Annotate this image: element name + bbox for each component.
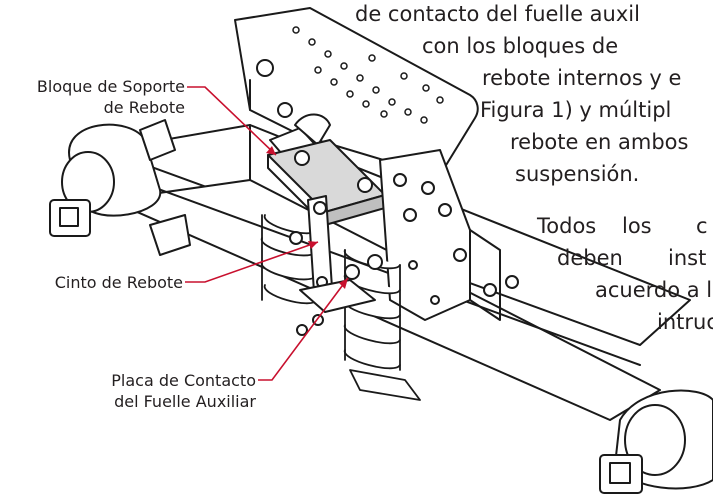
right-bushing — [599, 389, 713, 494]
side-gusset — [379, 149, 501, 321]
frame-rail-lower — [109, 179, 661, 421]
callout-placa-line1: Placa de Contacto — [111, 371, 256, 390]
body-p2-word-4: deben — [557, 246, 623, 270]
body-p2-word-3: c — [696, 214, 708, 238]
callout-bloque-line1: Bloque de Soporte — [36, 77, 185, 96]
leader-placa — [258, 277, 349, 381]
callout-bloque-soporte: Bloque de Soporte de Rebote — [37, 76, 185, 118]
left-bushing — [49, 119, 176, 237]
contact-plate — [289, 231, 383, 336]
body-line-5: rebote en ambos — [510, 130, 689, 154]
body-line-1: de contacto del fuelle auxil — [355, 2, 640, 26]
body-line-3: rebote internos y e — [482, 66, 682, 90]
mounting-plate — [234, 7, 479, 176]
body-p2-word-5: inst — [668, 246, 707, 270]
body-line-2: con los bloques de — [422, 34, 619, 58]
callout-cinto-text: Cinto de Rebote — [54, 273, 183, 292]
callout-placa-contacto: Placa de Contacto del Fuelle Auxiliar — [111, 370, 256, 412]
body-p2-word-1: Todos — [537, 214, 597, 238]
body-p2-word-7: intruc — [657, 310, 713, 334]
bump-stop-block — [267, 139, 386, 226]
body-line-6: suspensión. — [515, 162, 640, 186]
body-line-4: Figura 1) y múltipl — [480, 98, 672, 122]
leader-cinto — [185, 241, 319, 283]
callout-placa-line2: del Fuelle Auxiliar — [114, 392, 256, 411]
body-p2-word-2: los — [622, 214, 652, 238]
air-spring — [344, 249, 421, 401]
callout-bloque-line2: de Rebote — [103, 98, 185, 117]
leader-bloque — [187, 86, 277, 156]
callout-cinto-rebote: Cinto de Rebote — [55, 272, 183, 293]
body-p2-word-6: acuerdo a l — [595, 278, 713, 302]
